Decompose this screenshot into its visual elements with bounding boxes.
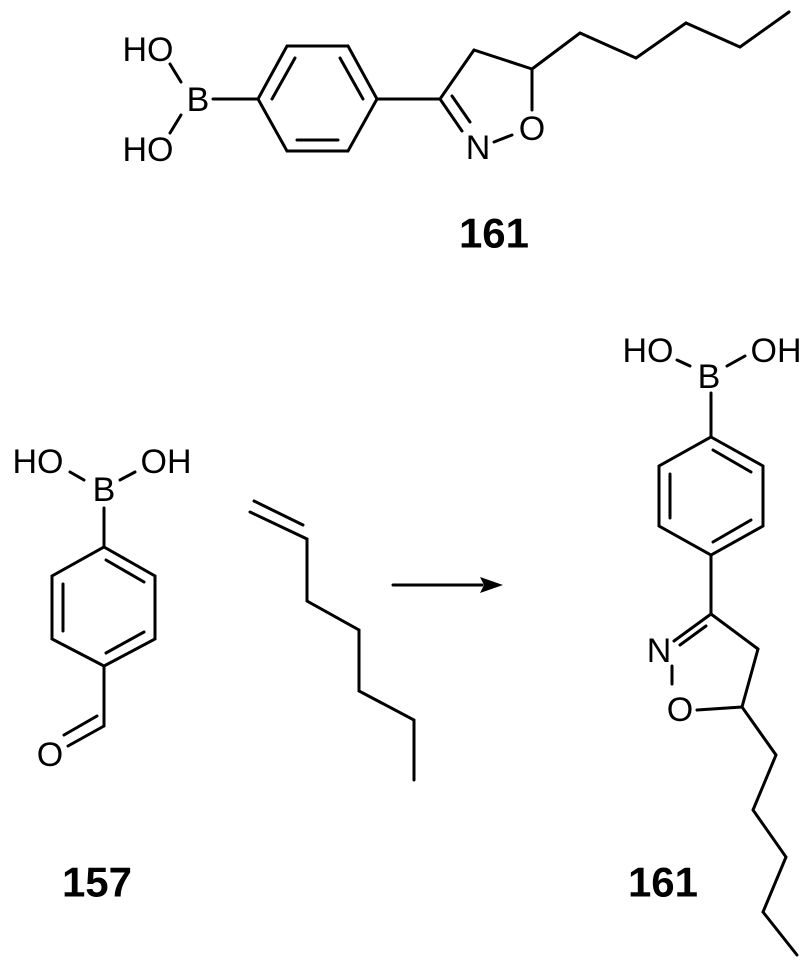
atom-label-o: O (37, 736, 63, 774)
product-161: HO OH B N O 161 (623, 332, 802, 955)
atom-label-ho: HO (123, 131, 174, 169)
atom-label-ho: HO (123, 31, 174, 69)
atom-label-b: B (698, 358, 721, 396)
atom-label-oh: OH (141, 443, 192, 481)
atom-label-b: B (93, 471, 116, 509)
atom-label-n: N (647, 632, 672, 670)
atom-label-n: N (466, 129, 491, 167)
atom-label-ho: HO (623, 332, 674, 370)
compound-number: 161 (628, 859, 698, 906)
top-molecule-161: HO B HO N O 161 (123, 12, 790, 257)
atom-label-oh: OH (751, 332, 802, 370)
atom-label-o: O (519, 110, 545, 148)
atom-label-o: O (667, 691, 693, 729)
heptene-structure (250, 501, 414, 780)
reactant-157: HO OH B O 157 (13, 443, 192, 906)
reaction-arrow (393, 577, 503, 593)
atom-label-ho: HO (13, 443, 64, 481)
compound-number: 161 (459, 210, 529, 257)
reactant-157-bonds (52, 472, 155, 746)
compound-number: 157 (62, 859, 132, 906)
atom-label-b: B (187, 81, 210, 119)
